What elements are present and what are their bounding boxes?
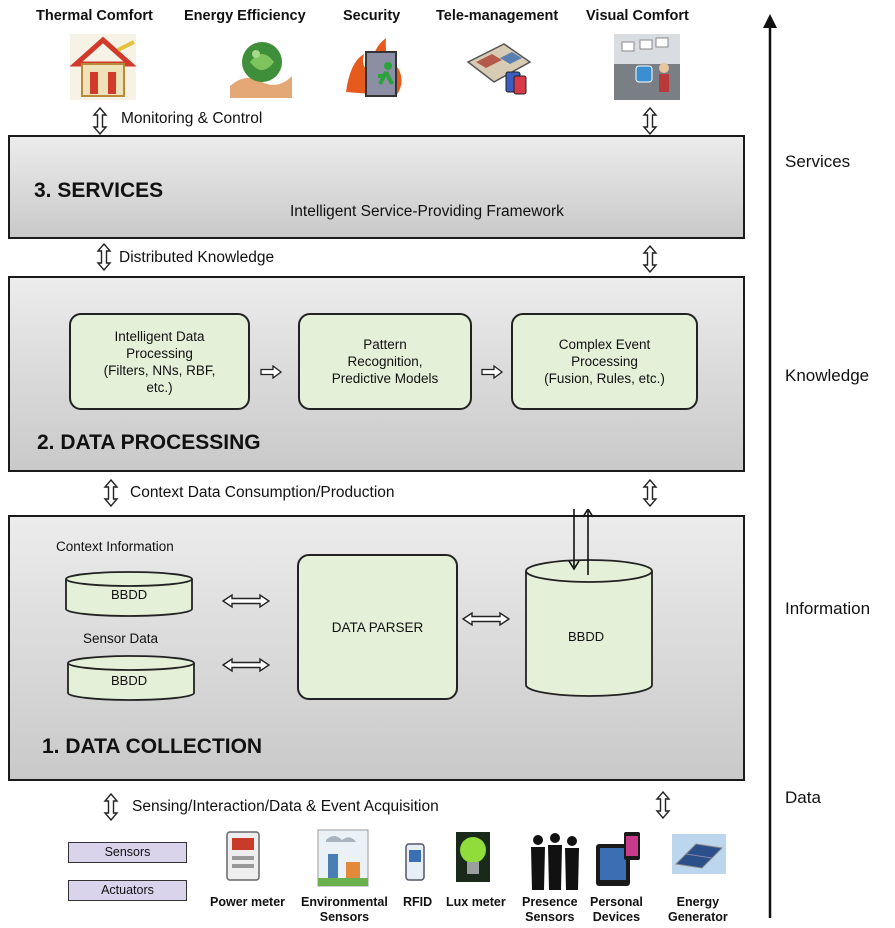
main-db-cylinder [525, 559, 653, 697]
data-collection-layer: Context Information BBDD Sensor Data BBD… [8, 509, 745, 781]
data-collection-title: 1. DATA COLLECTION [42, 735, 263, 758]
double-arrow-monitoring-left [92, 107, 108, 135]
parser-db-arrow [462, 611, 510, 627]
environmental-sensor-icon [317, 829, 369, 887]
abstraction-axis-arrow [763, 14, 777, 918]
thermal-house-icon [69, 34, 137, 100]
side-label-knowledge: Knowledge [785, 366, 870, 385]
flow-arrow-1 [260, 365, 282, 379]
fire-exit-icon [346, 38, 402, 97]
sensor-db-label: BBDD [111, 673, 148, 688]
data-processing-title: 2. DATA PROCESSING [37, 431, 261, 454]
floorplan-icon [466, 43, 532, 95]
services-layer-subtitle: Intelligent Service-Providing Framework [290, 203, 564, 220]
device-label-lux-meter: Lux meter [446, 895, 506, 909]
sensor-db-cylinder [67, 655, 195, 701]
double-arrow-sensing-left [103, 793, 119, 821]
services-layer: 3. SERVICES Intelligent Service-Providin… [8, 135, 745, 239]
pattern-recognition-box: Pattern Recognition, Predictive Models [298, 313, 472, 410]
device-label-energy-generator: Energy Generator [668, 895, 728, 924]
context-information-label: Context Information [56, 539, 174, 554]
main-db-label: BBDD [568, 629, 605, 644]
side-label-information: Information [785, 599, 871, 618]
device-label-environmental: Environmental Sensors [301, 895, 388, 924]
context-parser-arrow [222, 593, 270, 609]
lightbulb-icon [456, 832, 490, 882]
double-arrow-distributed-right [642, 245, 658, 273]
double-arrow-distributed-left [96, 243, 112, 271]
actuators-chip: Actuators [68, 880, 187, 901]
device-label-presence: Presence Sensors [522, 895, 578, 924]
tablet-phone-icon [596, 832, 640, 886]
side-label-services: Services [785, 152, 851, 171]
service-label-visual: Visual Comfort [586, 8, 689, 24]
distributed-knowledge-label: Distributed Knowledge [119, 249, 275, 266]
data-parser-box: DATA PARSER [297, 554, 458, 700]
screen-person-icon [614, 34, 680, 100]
service-label-energy: Energy Efficiency [184, 8, 306, 24]
double-arrow-context-right [642, 479, 658, 507]
device-label-personal: Personal Devices [590, 895, 643, 924]
sensing-acquisition-label: Sensing/Interaction/Data & Event Acquisi… [132, 798, 439, 815]
service-label-thermal: Thermal Comfort [36, 8, 153, 24]
service-label-telemanagement: Tele-management [436, 8, 559, 24]
main-db-io-arrows [568, 509, 594, 575]
power-meter-icon [226, 831, 260, 881]
context-db-label: BBDD [111, 587, 148, 602]
data-processing-layer: Intelligent Data Processing (Filters, NN… [8, 276, 745, 472]
device-label-power-meter: Power meter [210, 895, 286, 909]
solar-panel-icon [672, 834, 726, 874]
device-label-rfid: RFID [403, 895, 433, 909]
complex-event-processing-box: Complex Event Processing (Fusion, Rules,… [511, 313, 698, 410]
monitoring-control-label: Monitoring & Control [121, 110, 263, 127]
sensors-chip: Sensors [68, 842, 187, 863]
double-arrow-context-left [103, 479, 119, 507]
double-arrow-monitoring-right [642, 107, 658, 135]
context-db-cylinder [65, 571, 193, 617]
sensor-parser-arrow [222, 657, 270, 673]
sensor-data-label: Sensor Data [83, 631, 159, 646]
flow-arrow-2 [481, 365, 503, 379]
service-label-security: Security [343, 8, 401, 24]
context-data-label: Context Data Consumption/Production [130, 484, 395, 501]
intelligent-data-processing-box: Intelligent Data Processing (Filters, NN… [69, 313, 250, 410]
people-silhouette-icon [531, 833, 579, 890]
side-label-data: Data [785, 788, 821, 807]
services-layer-title: 3. SERVICES [34, 179, 164, 202]
rfid-icon [405, 843, 425, 881]
leaf-hand-icon [230, 42, 292, 98]
double-arrow-sensing-right [655, 791, 671, 819]
